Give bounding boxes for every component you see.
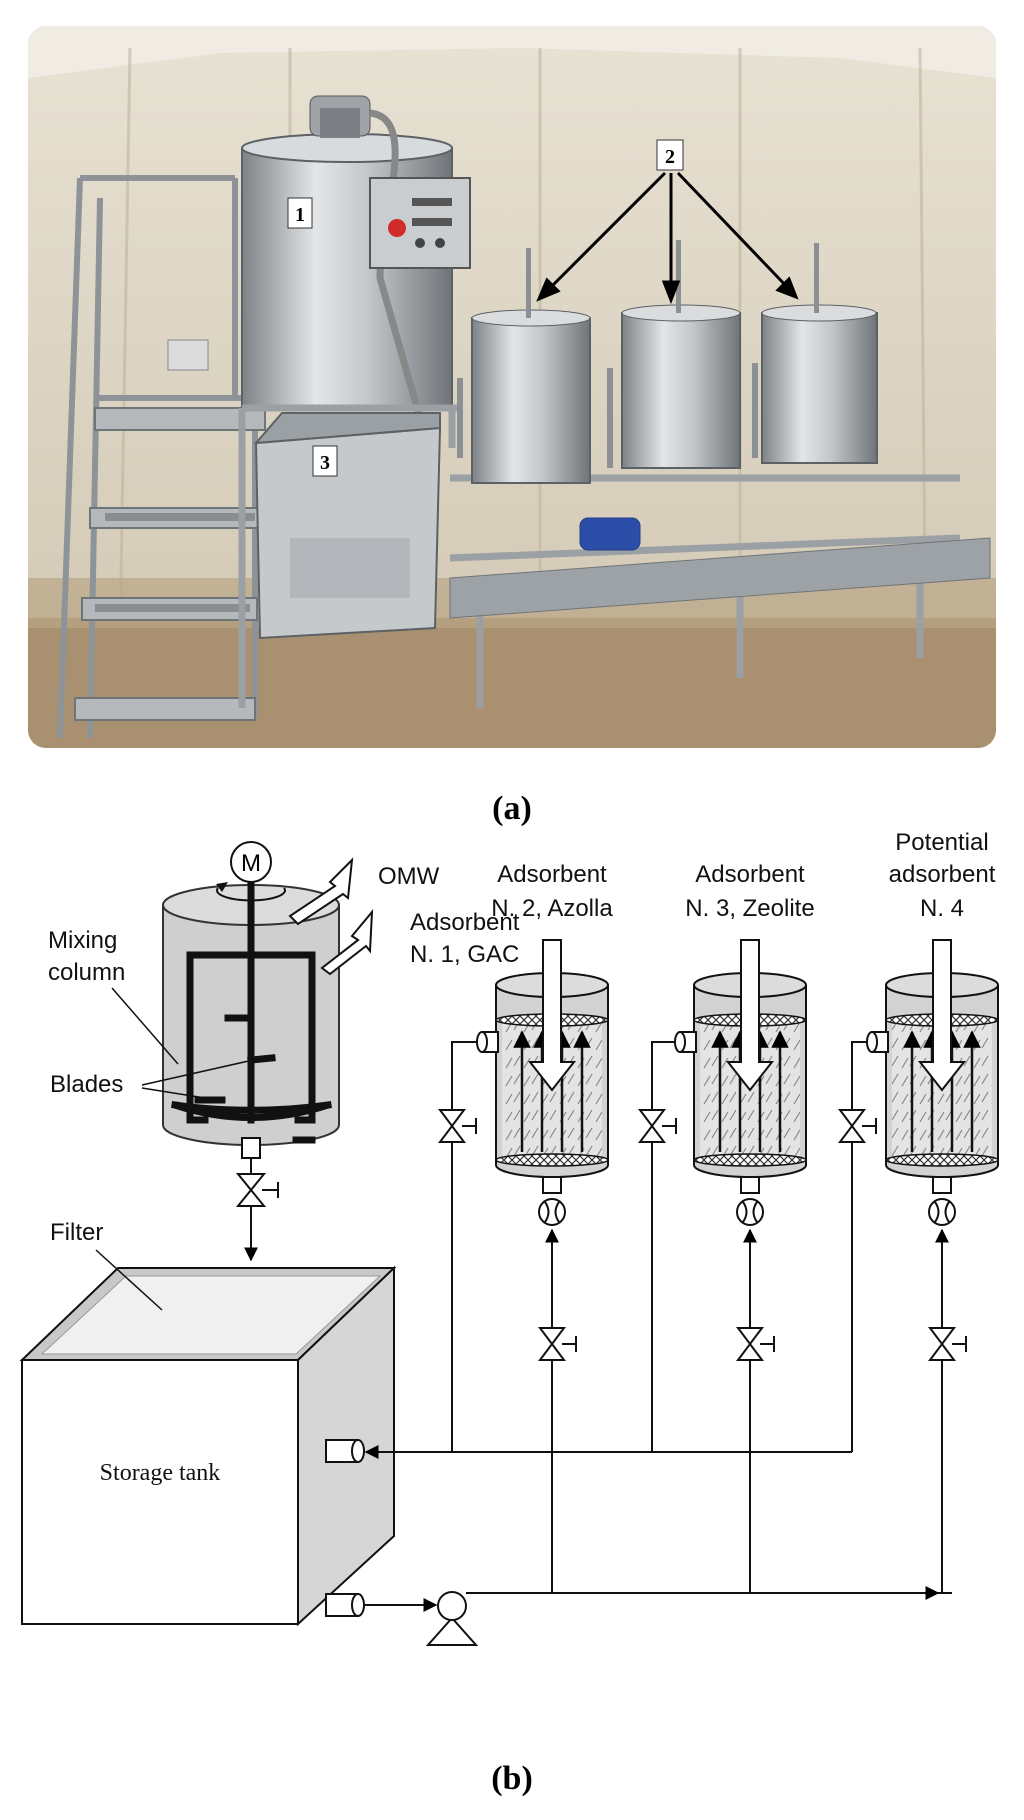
access-stairs [57, 175, 258, 739]
column-side-outlets [476, 1031, 889, 1053]
photo-storage-box [253, 412, 442, 640]
pump-icon [425, 1591, 479, 1646]
control-panel [369, 177, 471, 269]
svg-text:M: M [241, 850, 261, 877]
feed-risers [545, 1228, 949, 1593]
column-valve-icon [235, 1158, 279, 1207]
tank-outlet-port [325, 1593, 365, 1617]
adsorbent4-label-line3: N. 4 [920, 895, 964, 922]
caption-b: (b) [491, 1760, 533, 1797]
photo-walkway [449, 537, 991, 619]
adsorbent4-label-line2: adsorbent [889, 861, 996, 888]
photo-adsorbent-tanks [471, 240, 878, 484]
adsorbent4-label-line1: Potential [895, 829, 988, 856]
blades-label: Blades [50, 1071, 123, 1098]
photo-pump [579, 517, 641, 551]
blades-leader-2 [141, 1087, 206, 1099]
adsorbent-inlet-arrows [527, 939, 967, 1092]
adsorbent2-label-line2: N. 2, Azolla [491, 895, 613, 922]
adsorbent1-label-line1: Adsorbent [410, 909, 520, 936]
column-outlet [241, 1137, 261, 1159]
overflow-valve-icons [438, 1109, 877, 1143]
storage-tank [19, 1265, 397, 1627]
marker-1: 1 [287, 197, 313, 229]
ground [28, 618, 996, 748]
svg-text:2: 2 [665, 146, 675, 168]
tank-return-port [325, 1439, 365, 1463]
filter-label: Filter [50, 1219, 103, 1246]
control-box-small [167, 339, 209, 371]
feed-valve-icons [538, 1327, 967, 1361]
adsorbent1-label-line2: N. 1, GAC [410, 941, 519, 968]
mixing-column-label-line2: column [48, 959, 125, 986]
caption-a: (a) [492, 790, 532, 827]
adsorbent2-label-line1: Adsorbent [497, 861, 607, 888]
photo-panel: 1 2 3 [28, 26, 996, 748]
mixing-column-label-line1: Mixing [48, 927, 117, 954]
overflow-lines [451, 1041, 866, 1452]
blades-leader-1 [141, 1057, 263, 1086]
storage-tank-label: Storage tank [100, 1460, 221, 1486]
adsorbent3-label-line1: Adsorbent [695, 861, 805, 888]
omw-label: OMW [378, 863, 440, 890]
adsorbent3-label-line2: N. 3, Zeolite [685, 895, 814, 922]
omw-inlet-arrow [288, 857, 354, 926]
svg-text:3: 3 [320, 452, 330, 474]
mixing-column-leader [111, 987, 179, 1065]
column-bottom-inlets [542, 1176, 952, 1194]
diagram-panel: M OMW Adsorbent N. 1, GAC Mixing column … [19, 829, 999, 1646]
filter-leader [95, 1249, 163, 1311]
marker-2: 2 [656, 139, 684, 171]
adsorbent1-inlet-arrow [320, 909, 374, 976]
svg-text:1: 1 [295, 204, 305, 226]
marker-2-arrows [536, 171, 799, 305]
flowmeter-icons [538, 1198, 956, 1226]
motor-icon: M [216, 841, 286, 902]
tent-roof [28, 26, 996, 78]
marker-3: 3 [312, 445, 338, 477]
